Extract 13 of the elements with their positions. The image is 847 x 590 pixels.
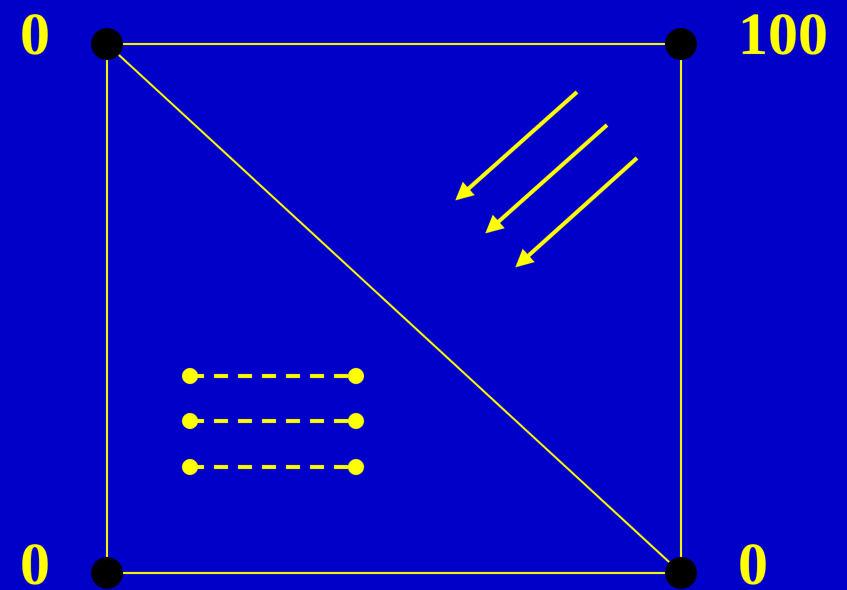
junction-dot [91,28,123,60]
connector-line [123,572,665,574]
value-label: 0 [20,6,50,62]
value-label: 0 [738,536,768,590]
connector-line [118,54,670,563]
junction-dot [665,557,697,589]
connector-line [123,43,665,45]
junction-dot [91,557,123,589]
connector-line [680,60,682,557]
connector-line [106,60,108,557]
junction-dot [665,28,697,60]
value-label: 100 [738,6,828,62]
value-label: 0 [20,536,50,590]
